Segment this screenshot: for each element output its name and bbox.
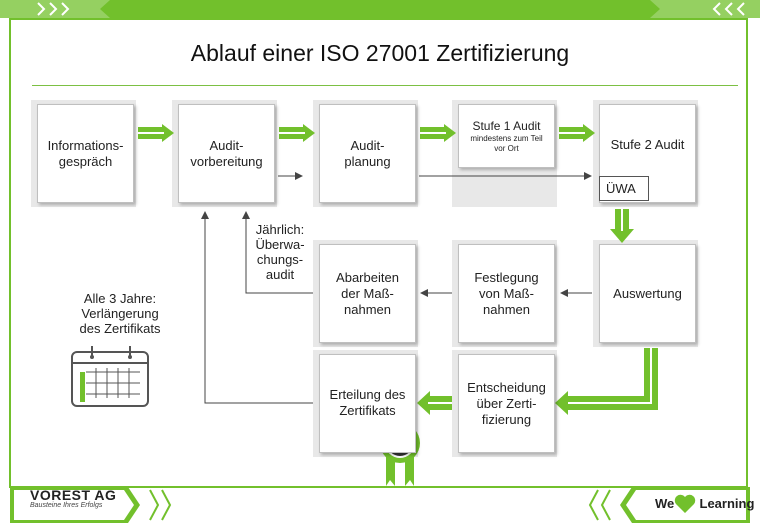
box-label-line: über Zerti- (476, 395, 537, 411)
box-subtitle: mindestens zum Teil (470, 134, 543, 143)
box-label-line: Abarbeiten (336, 269, 399, 285)
box-label-line: nahmen (483, 301, 530, 317)
uewa-tag: ÜWA (599, 176, 649, 201)
box-label-line: Entscheidung (467, 379, 546, 395)
box-label-line: Auswertung (613, 285, 682, 301)
box-abarbeiten: Abarbeiten der Maß- nahmen (319, 244, 416, 343)
box-label-line: von Maß- (479, 285, 534, 301)
box-label-line: Informations- (47, 137, 124, 153)
slogan-we: We (655, 496, 675, 511)
box-label-line: gespräch (58, 153, 113, 169)
box-entscheidung: Entscheidung über Zerti- fizierung (458, 354, 555, 453)
box-title: Stufe 2 Audit (610, 137, 685, 152)
box-label-line: der Maß- (341, 285, 394, 301)
note-line: Verlängerung (81, 306, 159, 321)
box-erteilung: Erteilung des Zertifikats (319, 354, 416, 453)
box-label-line: Audit- (209, 137, 244, 153)
vorest-logo: VOREST AG Bausteine Ihres Erfolgs (30, 487, 116, 509)
heart-icon (674, 494, 696, 513)
note-line: Jährlich: (255, 222, 305, 237)
box-title: Stufe 1 Audit (472, 119, 541, 133)
note-line: des Zertifikats (79, 321, 161, 336)
box-label-line: Festlegung (474, 269, 539, 285)
box-label-line: Zertifikats (339, 403, 396, 418)
box-informationsgespraech: Informations- gespräch (37, 104, 134, 203)
page-title: Ablauf einer ISO 27001 Zertifizierung (190, 40, 570, 66)
box-subtitle: vor Ort (494, 144, 519, 153)
slogan-learning: Learning (699, 496, 755, 511)
note-line: Alle 3 Jahre: (83, 291, 157, 306)
box-auditvorbereitung: Audit- vorbereitung (178, 104, 275, 203)
box-auswertung: Auswertung (599, 244, 696, 343)
box-stufe1-audit: Stufe 1 Audit mindestens zum Teil vor Or… (458, 104, 555, 168)
company-name: VOREST AG (30, 487, 117, 503)
top-banner (0, 0, 760, 18)
box-label-line: planung (344, 153, 391, 169)
note-jaehrlich: Jährlich: Überwa- chungs- audit (250, 222, 310, 282)
box-label-line: Erteilung des (329, 387, 406, 402)
box-label-line: nahmen (344, 301, 391, 317)
note-alle-3-jahre: Alle 3 Jahre: Verlängerung des Zertifika… (68, 291, 172, 336)
box-label-line: Audit- (350, 137, 385, 153)
note-line: Überwa- (255, 237, 305, 252)
box-auditplanung: Audit- planung (319, 104, 416, 203)
title-divider (32, 85, 738, 86)
box-label-line: vorbereitung (190, 153, 263, 169)
calendar-icon (71, 346, 149, 407)
company-tagline: Bausteine Ihres Erfolgs (30, 502, 103, 509)
box-festlegung: Festlegung von Maß- nahmen (458, 244, 555, 343)
note-line: audit (265, 267, 295, 282)
green-arrow-l (555, 348, 658, 415)
box-label-line: fizierung (481, 411, 532, 427)
note-line: chungs- (256, 252, 304, 267)
we-love-learning-logo: We Learning (655, 496, 754, 511)
